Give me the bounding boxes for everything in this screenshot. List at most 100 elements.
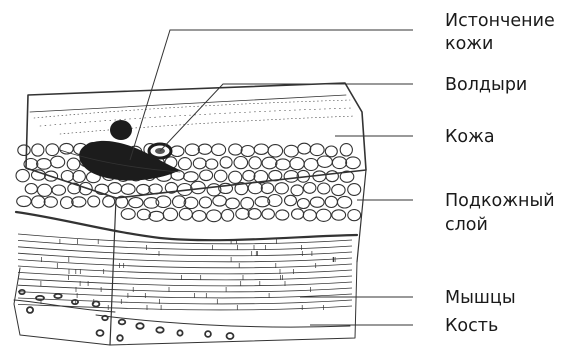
- fat-cell: [67, 158, 80, 170]
- fat-cell: [17, 196, 31, 207]
- fat-cell: [129, 198, 143, 208]
- fat-cell: [261, 183, 273, 194]
- label-skin: Кожа: [445, 127, 495, 147]
- fat-cell: [276, 210, 289, 220]
- fat-cell: [61, 171, 73, 182]
- fat-cell: [185, 144, 199, 156]
- fat-cell: [121, 209, 135, 220]
- fat-cell: [262, 209, 274, 219]
- bone-pore: [177, 330, 182, 335]
- bone-pore: [227, 333, 234, 339]
- fat-cell: [276, 159, 291, 170]
- fat-cell: [171, 146, 184, 157]
- fat-cell: [332, 184, 345, 195]
- fat-cell: [248, 209, 261, 220]
- bone-pore: [36, 296, 44, 300]
- label-bone: Кость: [445, 316, 498, 336]
- fat-cell: [73, 171, 86, 183]
- fat-cell: [212, 144, 226, 156]
- fat-cell: [193, 158, 206, 169]
- fat-cell: [254, 144, 268, 154]
- fat-cell: [32, 144, 44, 156]
- bone-pore: [102, 316, 108, 320]
- fat-cell: [249, 157, 261, 169]
- fat-cell: [291, 185, 303, 196]
- fat-cell: [298, 143, 311, 154]
- fat-cell: [234, 157, 248, 169]
- fat-cell: [214, 170, 227, 182]
- fat-cell: [338, 196, 352, 208]
- blister-1: [110, 120, 132, 140]
- fat-cell: [25, 184, 37, 194]
- fat-cell: [241, 146, 254, 157]
- fat-cell: [206, 159, 218, 169]
- fat-cell: [18, 145, 30, 156]
- bone-pore: [136, 323, 143, 329]
- fat-cell: [332, 157, 346, 169]
- fat-cell: [243, 170, 255, 181]
- fat-cell: [184, 172, 199, 182]
- fat-cell: [220, 157, 232, 168]
- label-blisters: Волдыри: [445, 75, 527, 95]
- fat-cell: [46, 144, 59, 156]
- fat-cell: [184, 197, 198, 208]
- tissue-block: [14, 83, 366, 345]
- label-subcutaneous-line2: слой: [445, 215, 488, 235]
- fat-cell: [326, 171, 338, 182]
- fat-cell: [318, 183, 330, 194]
- fat-cell: [222, 209, 234, 221]
- fat-cell: [179, 208, 192, 220]
- fat-cell: [292, 209, 304, 219]
- fat-cell: [310, 197, 324, 207]
- bone-pore: [156, 327, 163, 332]
- fat-cell: [304, 159, 318, 171]
- fat-cell: [269, 170, 282, 180]
- fat-cell: [304, 183, 316, 194]
- fat-cell: [348, 210, 361, 221]
- fat-cell: [198, 144, 211, 154]
- fat-cell: [37, 159, 52, 170]
- fat-cell: [340, 144, 352, 156]
- fat-cell: [32, 196, 45, 208]
- fat-cell: [178, 158, 191, 170]
- fat-cell: [137, 209, 150, 220]
- label-subcutaneous-line1: Подкожный: [445, 191, 555, 211]
- fat-cell: [72, 197, 86, 207]
- fat-cell: [51, 156, 65, 168]
- fat-cell: [268, 145, 283, 157]
- fat-cell: [284, 145, 298, 157]
- leader-blisters: [160, 84, 413, 151]
- muscle-layer: [18, 234, 352, 310]
- labels: Истончение кожи Волдыри Кожа Подкожный с…: [445, 11, 555, 336]
- label-thinning-line2: кожи: [445, 34, 493, 54]
- fat-cell: [316, 209, 331, 221]
- fat-cell: [108, 183, 121, 194]
- fat-cell: [192, 211, 206, 222]
- bone-pore: [119, 320, 126, 325]
- fat-cell: [103, 196, 115, 207]
- bone-pore: [205, 331, 211, 337]
- bone-pore: [54, 294, 61, 298]
- fat-cell: [262, 157, 277, 169]
- fat-cell: [290, 158, 304, 170]
- fat-cell: [163, 208, 177, 220]
- bone-pore: [117, 335, 123, 341]
- fat-cell: [88, 196, 100, 207]
- fat-cell: [229, 171, 242, 183]
- fat-cell: [149, 184, 162, 194]
- fat-cell: [275, 183, 288, 194]
- fat-cell: [241, 197, 254, 209]
- fat-cell: [325, 146, 337, 157]
- muscle-fibre: [18, 298, 352, 304]
- fat-cell: [121, 184, 135, 195]
- fat-cell: [199, 197, 211, 208]
- fat-cell: [348, 184, 361, 196]
- bone-pore: [27, 307, 33, 313]
- fat-cell: [137, 184, 150, 194]
- fat-cell: [285, 195, 297, 205]
- fat-cell: [248, 182, 262, 194]
- fat-cell: [38, 184, 52, 196]
- fat-cell: [332, 210, 346, 220]
- fat-cell: [325, 196, 337, 207]
